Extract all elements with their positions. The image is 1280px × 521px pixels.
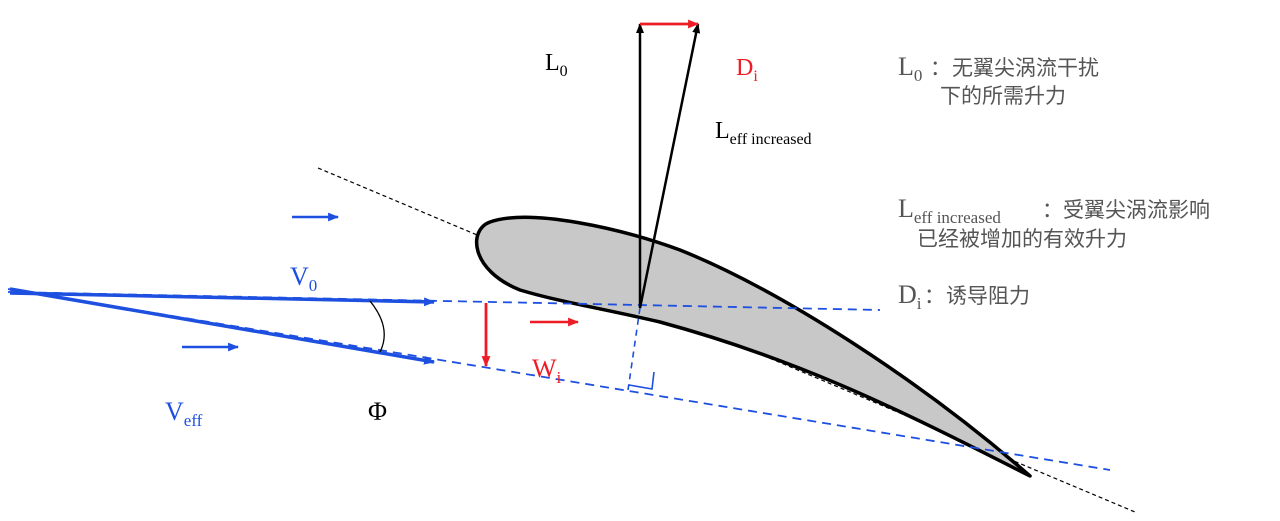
phi-angle-arc bbox=[369, 300, 385, 353]
legend-l0-line2: 下的所需升力 bbox=[940, 84, 1066, 108]
v0-arrow bbox=[9, 291, 436, 307]
legend-l0-colon: ： bbox=[930, 56, 951, 80]
leff-lift-arrow bbox=[638, 23, 701, 309]
airfoil bbox=[474, 215, 1032, 478]
v0-label: V0 bbox=[290, 262, 317, 295]
legend-di-colon: ： bbox=[924, 284, 945, 308]
legend-l0-line1: 无翼尖涡流干扰 bbox=[952, 56, 1099, 80]
legend-di-line1: 诱导阻力 bbox=[946, 284, 1030, 308]
legend: L0 ： 无翼尖涡流干扰 下的所需升力 Leff increased ： 受翼尖… bbox=[898, 52, 1210, 313]
wi-label: Wi bbox=[532, 354, 562, 387]
veff-arrow bbox=[9, 287, 436, 365]
legend-leff-line2: 已经被增加的有效升力 bbox=[917, 227, 1127, 251]
v0-reference-line bbox=[7, 291, 881, 311]
leff-label: Leff increased bbox=[715, 118, 812, 148]
legend-l0-symbol: L0 bbox=[898, 52, 922, 85]
right-angle-marker bbox=[628, 371, 655, 390]
di-label: Di bbox=[736, 55, 758, 85]
legend-leff-symbol: Leff increased bbox=[898, 194, 1001, 227]
l0-label: L0 bbox=[545, 50, 568, 80]
veff-label: Veff bbox=[165, 397, 203, 430]
legend-di-symbol: Di bbox=[898, 280, 922, 313]
legend-leff-colon: ： bbox=[1042, 198, 1063, 222]
perpendicular-line bbox=[627, 307, 641, 391]
phi-label: Φ bbox=[368, 397, 387, 426]
legend-leff-line1: 受翼尖涡流影响 bbox=[1063, 198, 1210, 222]
